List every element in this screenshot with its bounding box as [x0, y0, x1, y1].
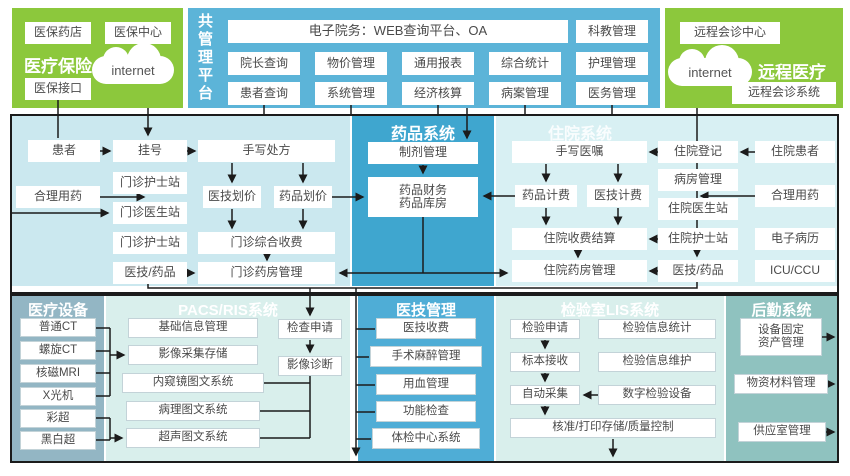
internet-cloud-right: internet — [668, 45, 752, 86]
box-device-spiral-ct: 螺旋CT — [20, 341, 96, 360]
title-medtech-mgmt: 医技管理 — [395, 302, 456, 319]
box-e-hospital-banner: 电子院务：WEB查询平台、OA — [228, 20, 568, 43]
box-register: 挂号 — [113, 140, 187, 162]
box-pacs-image-storage: 影像采集存储 — [128, 345, 258, 365]
title-logistics: 后勤系统 — [751, 302, 812, 319]
box-insurance-interface: 医保接口 — [25, 78, 91, 100]
box-inpatient-doctor-station: 住院医生站 — [658, 198, 738, 220]
box-lis-auto-collect: 自动采集 — [510, 385, 580, 405]
box-inpatient-nurse-station: 住院护士站 — [658, 228, 738, 250]
box-lis-approve-print-qc: 核准/打印存储/质量控制 — [510, 418, 716, 438]
box-inpatient-rational-drug: 合理用药 — [755, 185, 835, 207]
box-surgery-anesthesia: 手术麻醉管理 — [370, 346, 482, 367]
fixed-asset-line2: 资产管理 — [758, 337, 804, 349]
box-pacs-endoscope: 内窥镜图文系统 — [122, 373, 264, 393]
box-tech-billing: 医技计费 — [587, 185, 649, 207]
box-drug-billing: 药品计费 — [515, 185, 577, 207]
internet-label: internet — [688, 64, 732, 80]
box-function-exam: 功能检查 — [376, 401, 476, 422]
box-lis-maintain: 检验信息维护 — [598, 352, 716, 372]
box-patient: 患者 — [28, 140, 100, 162]
box-system-mgmt: 系统管理 — [315, 82, 387, 105]
box-general-report: 通用报表 — [402, 52, 474, 75]
box-exam-request: 检查申请 — [278, 319, 342, 339]
title-pacs-ris: PACS/RIS系统 — [178, 302, 278, 319]
box-device-bw-ultrasound: 黑白超 — [20, 431, 96, 450]
box-physical-exam-center: 体检中心系统 — [372, 428, 480, 449]
box-blood-mgmt: 用血管理 — [376, 374, 476, 395]
box-drug-pricing: 药品划价 — [274, 186, 332, 208]
box-comprehensive-stats: 综合统计 — [489, 52, 561, 75]
box-ward-mgmt: 病房管理 — [658, 169, 738, 191]
box-outpatient-nurse-station-2: 门诊护士站 — [113, 232, 187, 254]
box-device-ct: 普通CT — [20, 318, 96, 337]
box-patient-query: 患者查询 — [228, 82, 300, 105]
drug-warehouse-line: 药品库房 — [398, 196, 447, 210]
box-device-color-ultrasound: 彩超 — [20, 409, 96, 428]
box-rational-drug-use: 合理用药 — [16, 186, 100, 208]
title-lis: 检验室LIS系统 — [560, 302, 660, 319]
box-tech-pricing: 医技划价 — [203, 186, 261, 208]
box-material-mgmt: 物资材料管理 — [734, 374, 828, 394]
box-outpatient-nurse-station-1: 门诊护士站 — [113, 172, 187, 194]
box-outpatient-fee: 门诊综合收费 — [198, 232, 335, 254]
box-icu-ccu: ICU/CCU — [755, 260, 835, 282]
box-supply-room-mgmt: 供应室管理 — [738, 422, 826, 442]
box-economic-accounting: 经济核算 — [402, 82, 474, 105]
box-science-education-mgmt: 科教管理 — [576, 20, 648, 43]
box-lis-request: 检验申请 — [510, 319, 580, 339]
box-insurance-center: 医保中心 — [105, 22, 171, 44]
title-shared-platform: 共管理平台 — [196, 13, 213, 103]
box-inpatient-settlement: 住院收费结算 — [512, 228, 647, 250]
box-insurance-store: 医保药店 — [25, 22, 91, 44]
box-medtech-billing: 医技收费 — [376, 318, 476, 339]
internet-label: internet — [111, 62, 155, 78]
box-emr: 电子病历 — [755, 228, 835, 250]
internet-cloud-left: internet — [92, 43, 174, 84]
box-director-query: 院长查询 — [228, 52, 300, 75]
box-outpatient-pharmacy-mgmt: 门诊药房管理 — [198, 262, 335, 284]
title-medical-devices: 医疗设备 — [27, 302, 88, 319]
box-preparation-mgmt: 制剂管理 — [368, 142, 478, 164]
box-image-diagnosis: 影像诊断 — [278, 356, 342, 376]
box-pacs-pathology: 病理图文系统 — [126, 401, 260, 421]
box-medical-record-mgmt: 病案管理 — [489, 82, 561, 105]
box-outpatient-tech-drug: 医技/药品 — [113, 262, 187, 284]
title-telemedicine: 远程医疗 — [758, 63, 826, 82]
box-inpatient-pharmacy-mgmt: 住院药房管理 — [512, 260, 647, 282]
box-drug-finance-warehouse: 药品财务 药品库房 — [368, 177, 478, 217]
box-pacs-basic-info: 基础信息管理 — [128, 318, 258, 338]
box-lis-sample: 标本接收 — [510, 352, 580, 372]
drug-finance-line: 药品财务 — [398, 182, 447, 197]
title-medical-insurance: 医疗保险 — [24, 57, 92, 76]
box-device-mri: 核磁MRI — [20, 364, 96, 383]
box-medical-affairs-mgmt: 医务管理 — [576, 82, 648, 105]
title-inpatient-system: 住院系统 — [547, 126, 612, 143]
box-remote-consult-system: 远程会诊系统 — [732, 82, 836, 104]
box-price-mgmt: 物价管理 — [315, 52, 387, 75]
box-handwritten-prescription: 手写处方 — [198, 140, 335, 162]
box-inpatient-register: 住院登记 — [658, 141, 738, 163]
box-pacs-ultrasound: 超声图文系统 — [126, 428, 260, 448]
box-lis-digital-device: 数字检验设备 — [598, 385, 716, 405]
box-inpatient-patient: 住院患者 — [755, 141, 835, 163]
fixed-asset-line1: 设备固定 — [758, 323, 804, 336]
box-fixed-asset-mgmt: 设备固定 资产管理 — [740, 318, 822, 356]
box-remote-consult-center: 远程会诊中心 — [680, 22, 780, 44]
box-device-xray: X光机 — [20, 387, 96, 406]
box-handwritten-orders: 手写医嘱 — [512, 141, 647, 163]
box-outpatient-doctor-station: 门诊医生站 — [113, 202, 187, 224]
box-nursing-mgmt: 护理管理 — [576, 52, 648, 75]
box-lis-stats: 检验信息统计 — [598, 319, 716, 339]
title-pharmacy-system: 药品系统 — [390, 126, 455, 143]
box-inpatient-tech-drug: 医技/药品 — [658, 260, 738, 282]
